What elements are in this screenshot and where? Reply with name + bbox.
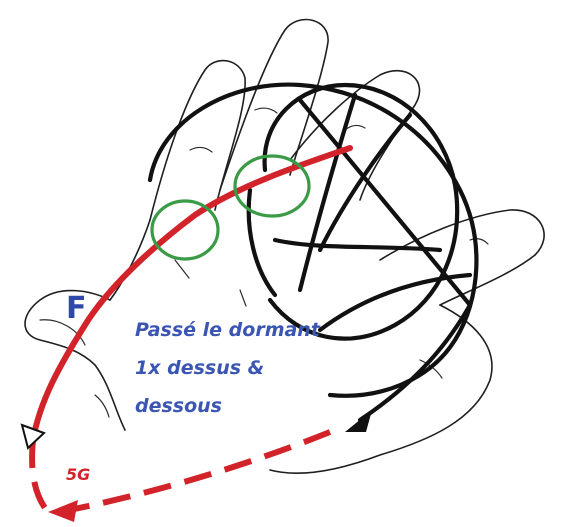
note-line-3: dessous [135, 395, 222, 417]
direction-label: 5G [66, 465, 90, 484]
crossing-ring-1 [152, 201, 218, 259]
arrow-head-red [48, 500, 78, 522]
finger-label: F [66, 291, 87, 326]
triangle-marker [22, 425, 44, 448]
note-line-1: Passé le dormant [135, 319, 321, 341]
hand-drawing [25, 20, 544, 474]
note-line-2: 1x dessus & [135, 357, 264, 379]
